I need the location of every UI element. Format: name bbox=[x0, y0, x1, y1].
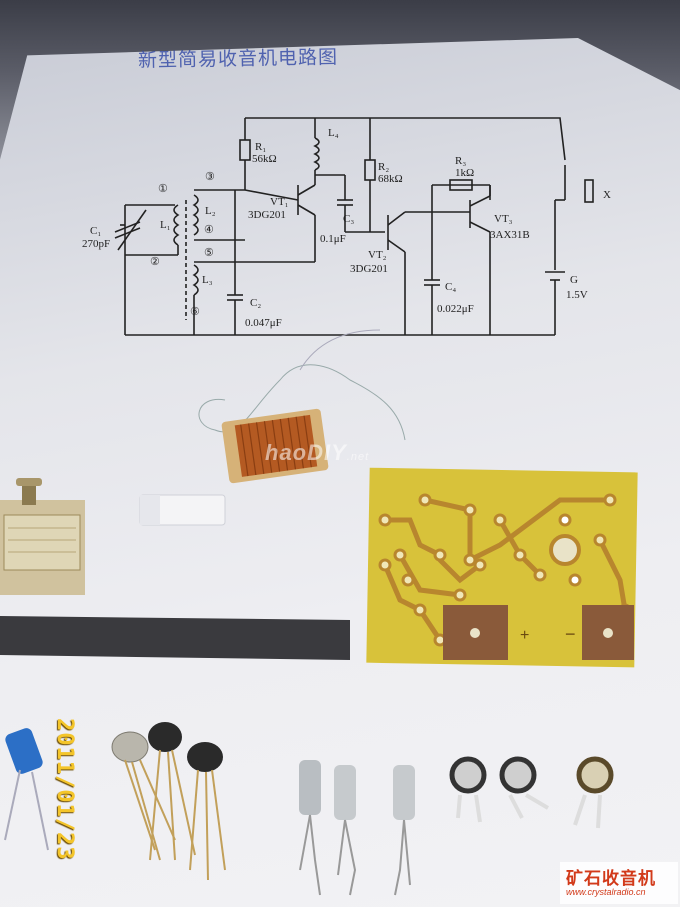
brand-name-cn: 矿石收音机 bbox=[566, 869, 656, 889]
label-c3: C₃ bbox=[343, 213, 354, 225]
label-c2-value: 0.047μF bbox=[245, 317, 282, 329]
date-stamp-text: 2011/01/23 bbox=[52, 718, 77, 861]
label-vt2: VT₂ bbox=[368, 249, 387, 261]
label-vt1: VT₁ bbox=[270, 196, 289, 208]
transistors bbox=[111, 722, 226, 881]
label-r3: R₃ bbox=[455, 155, 466, 167]
coil-wire-2 bbox=[299, 329, 381, 371]
label-r3-value: 1kΩ bbox=[455, 167, 474, 179]
label-r1: R₁ bbox=[255, 141, 266, 153]
trim-potentiometers bbox=[449, 756, 614, 829]
label-c3-value: 0.1μF bbox=[320, 233, 346, 245]
label-node-5: ⑤ bbox=[204, 247, 214, 259]
brand-logo: 矿石收音机 www.crystalradio.cn bbox=[560, 862, 678, 904]
label-node-4: ④ bbox=[204, 224, 214, 236]
coil-wire bbox=[198, 364, 406, 441]
coil-component bbox=[221, 408, 329, 484]
label-r1-value: 56kΩ bbox=[252, 153, 277, 165]
watermark-text: haoDIY bbox=[265, 440, 347, 465]
schematic-wires bbox=[114, 117, 594, 336]
capacitors bbox=[299, 760, 415, 896]
tuning-capacitor bbox=[0, 478, 85, 595]
schematic-labels: R₁ 56kΩ L₄ R₂ 68kΩ R₃ 1kΩ X C₁ 270pF ① ②… bbox=[82, 127, 611, 329]
pcb-minus-mark: − bbox=[565, 624, 576, 644]
label-earphone-x: X bbox=[603, 189, 611, 201]
pcb-plus-mark: + bbox=[520, 627, 529, 644]
label-node-2: ② bbox=[150, 256, 160, 268]
label-l3: L₃ bbox=[202, 274, 213, 286]
label-l2: L₂ bbox=[205, 205, 216, 217]
label-node-6: ⑥ bbox=[190, 306, 200, 318]
label-c4: C₄ bbox=[445, 281, 456, 293]
label-c1-value: 270pF bbox=[82, 238, 110, 250]
label-vt3: VT₃ bbox=[494, 213, 513, 225]
label-vt3-type: 3AX31B bbox=[490, 229, 530, 241]
label-l4: L₄ bbox=[328, 127, 339, 139]
watermark: haoDIY.net bbox=[265, 440, 369, 466]
label-node-1: ① bbox=[158, 183, 168, 195]
pcb-board: + − bbox=[366, 467, 638, 668]
label-vt2-type: 3DG201 bbox=[350, 263, 388, 275]
electrolytic-capacitor bbox=[4, 728, 49, 851]
label-c4-value: 0.022μF bbox=[437, 303, 474, 315]
brand-url: www.crystalradio.cn bbox=[566, 887, 646, 897]
label-c1: C₁ bbox=[90, 225, 101, 237]
label-battery-voltage: 1.5V bbox=[566, 289, 588, 301]
ferrite-rod bbox=[0, 616, 350, 660]
date-stamp: 2011/01/23 bbox=[52, 718, 82, 888]
label-r2-value: 68kΩ bbox=[378, 173, 403, 185]
label-c2: C₂ bbox=[250, 297, 261, 309]
label-battery-g: G bbox=[570, 274, 578, 286]
label-node-3: ③ bbox=[205, 171, 215, 183]
label-l1: L₁ bbox=[160, 219, 171, 231]
plastic-slider bbox=[139, 494, 226, 526]
label-vt1-type: 3DG201 bbox=[248, 209, 286, 221]
label-r2: R₂ bbox=[378, 161, 389, 173]
watermark-suffix: .net bbox=[346, 451, 370, 463]
